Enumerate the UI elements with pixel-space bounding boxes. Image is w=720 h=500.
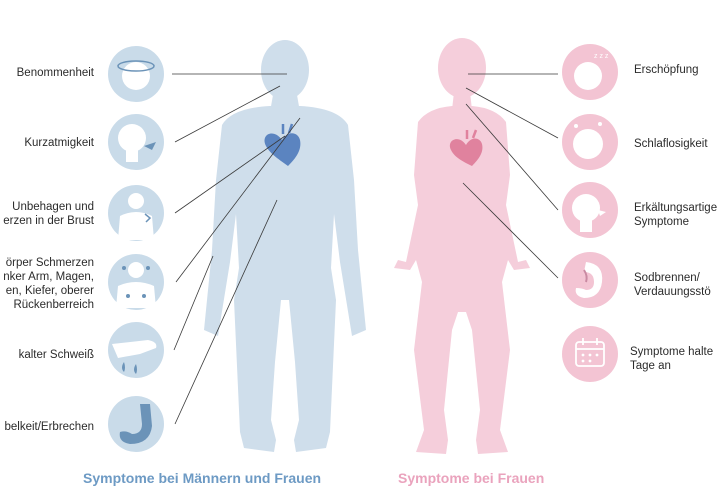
female-connector-lines — [462, 73, 559, 279]
head-insomnia-icon — [562, 114, 618, 170]
female-symptom-icons: z z z — [562, 44, 618, 382]
male-symptom-icons — [108, 46, 164, 452]
label-line: nker Arm, Magen, — [3, 271, 94, 283]
label-line: örper Schmerzen — [5, 257, 94, 269]
body-pain-points-icon — [108, 254, 164, 310]
female-symptom-label-4: Sodbrennen/Verdauungsstö — [634, 271, 711, 299]
head-cold-icon — [562, 182, 618, 238]
male-symptom-label-6: belkeit/Erbrechen — [5, 420, 95, 434]
male-connector-lines — [172, 73, 301, 425]
male-symptom-label-4: örper Schmerzen nker Arm, Magen, en, Kiefe… — [3, 256, 94, 312]
female-panel-caption: Symptome bei Frauen — [398, 470, 545, 486]
male-symptom-label-5: kalter Schweiß — [19, 348, 94, 362]
male-symptom-label-1: Benommenheit — [17, 66, 94, 80]
stomach-heartburn-icon — [562, 252, 618, 308]
label-line: Erschöpfung — [634, 64, 699, 76]
label-line: Benommenheit — [16, 67, 94, 79]
label-line: en, Kiefer, oberer — [5, 285, 94, 297]
head-breathing-icon — [108, 114, 164, 170]
hand-sweat-icon — [108, 322, 164, 378]
label-line: Kurzatmigkeit — [24, 137, 94, 149]
female-symptom-label-1: Erschöpfung — [634, 63, 699, 77]
zzz-glyph: z z z — [594, 53, 609, 60]
label-line: Tage an — [630, 360, 671, 372]
stomach-icon — [108, 396, 164, 452]
label-line: Verdauungsstö — [634, 286, 711, 298]
calendar-icon — [562, 326, 618, 382]
male-symptom-label-2: Kurzatmigkeit — [24, 136, 94, 150]
label-line: Symptome — [634, 216, 689, 228]
male-panel-caption: Symptome bei Männern und Frauen — [83, 470, 322, 486]
label-line: Sodbrennen/ — [634, 272, 700, 284]
female-heart-icon — [449, 129, 483, 166]
label-line: Unbehagen und — [12, 201, 94, 213]
head-sleepy-icon: z z z — [562, 44, 618, 100]
label-line: Schlaflosigkeit — [634, 138, 708, 150]
male-body-silhouette — [204, 40, 366, 452]
label-line: Erkältungsartige — [634, 202, 718, 214]
label-line: belkeit/Erbrechen — [4, 421, 95, 433]
label-line: Symptome halte — [630, 346, 714, 358]
head-dizziness-icon — [108, 46, 164, 102]
male-symptom-label-3: Unbehagen und erzen in der Brust — [3, 200, 94, 228]
female-symptom-label-2: Schlaflosigkeit — [634, 137, 708, 151]
label-line: Rückenberreich — [13, 299, 94, 311]
label-line: kalter Schweiß — [18, 349, 94, 361]
label-line: erzen in der Brust — [3, 215, 94, 227]
torso-chest-pain-icon — [108, 185, 164, 241]
female-body-silhouette — [394, 38, 530, 454]
